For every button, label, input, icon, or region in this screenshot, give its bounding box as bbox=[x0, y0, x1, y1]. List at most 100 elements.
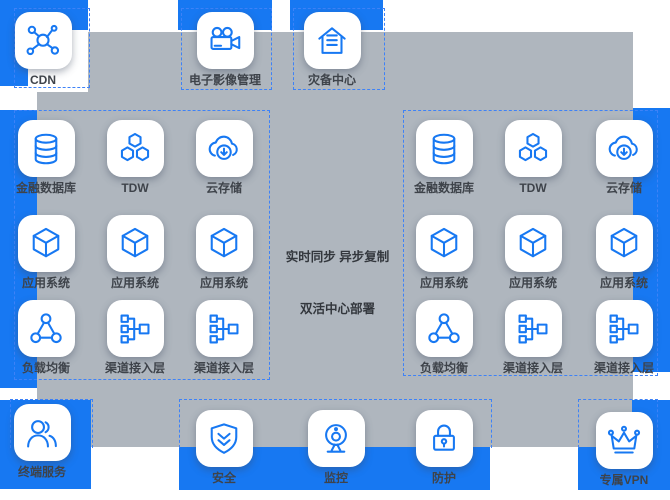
dr-center-zone-border bbox=[293, 8, 385, 90]
node-right-access2: 渠道接入层 bbox=[579, 300, 669, 375]
access-layer-tile bbox=[106, 300, 164, 357]
deploy-annotation: 双活中心部署 bbox=[299, 302, 375, 316]
users-icon bbox=[23, 414, 61, 452]
access-layer-tile bbox=[504, 300, 562, 357]
node-label: 云存储 bbox=[205, 181, 242, 195]
vpn-tile bbox=[595, 412, 653, 469]
node-label: 应用系统 bbox=[419, 276, 468, 290]
node-right-findb: 金融数据库 bbox=[399, 120, 489, 195]
cloud-download-icon bbox=[605, 130, 643, 168]
dr-center-tile bbox=[303, 12, 361, 69]
node-label: TDW bbox=[519, 181, 547, 195]
node-label: CDN bbox=[30, 73, 56, 87]
node-label: 应用系统 bbox=[110, 276, 159, 290]
node-right-app3: 应用系统 bbox=[579, 215, 669, 290]
node-cdn: CDN bbox=[0, 12, 88, 87]
node-security: 安全 bbox=[179, 410, 269, 485]
node-label: 金融数据库 bbox=[413, 181, 474, 195]
access-layer-tile bbox=[595, 300, 653, 357]
node-right-app1: 应用系统 bbox=[399, 215, 489, 290]
hexagon-cluster-icon bbox=[116, 130, 154, 168]
cloud-storage-tile bbox=[195, 120, 253, 177]
database-tile bbox=[415, 120, 473, 177]
cube-icon bbox=[205, 225, 243, 263]
cloud-storage-tile bbox=[595, 120, 653, 177]
node-label: 应用系统 bbox=[199, 276, 248, 290]
node-label: 渠道接入层 bbox=[593, 361, 654, 375]
access-layer-tile bbox=[195, 300, 253, 357]
security-zone-border bbox=[179, 399, 492, 448]
node-left-cloudstorage: 云存储 bbox=[179, 120, 269, 195]
right-cluster-border bbox=[403, 110, 658, 376]
cube-icon bbox=[116, 225, 154, 263]
node-label: 监控 bbox=[323, 471, 348, 485]
app-system-tile bbox=[415, 215, 473, 272]
node-label: 安全 bbox=[211, 471, 236, 485]
cube-icon bbox=[514, 225, 552, 263]
protection-tile bbox=[415, 410, 473, 467]
webcam-icon bbox=[317, 420, 355, 458]
node-label: 渠道接入层 bbox=[502, 361, 563, 375]
node-label: 负载均衡 bbox=[21, 361, 70, 375]
node-label: 金融数据库 bbox=[15, 181, 76, 195]
node-label: 灾备中心 bbox=[307, 73, 356, 87]
node-label: 渠道接入层 bbox=[104, 361, 165, 375]
imaging-tile bbox=[196, 12, 254, 69]
node-left-access1: 渠道接入层 bbox=[90, 300, 180, 375]
database-icon bbox=[27, 130, 65, 168]
cube-icon bbox=[605, 225, 643, 263]
database-tile bbox=[17, 120, 75, 177]
terminal-zone-border bbox=[10, 399, 93, 448]
access-tree-icon bbox=[514, 310, 552, 348]
app-system-tile bbox=[504, 215, 562, 272]
datacenter-house-icon bbox=[313, 22, 351, 60]
node-label: 防护 bbox=[431, 471, 456, 485]
node-right-tdw: TDW bbox=[488, 120, 578, 195]
padlock-icon bbox=[425, 420, 463, 458]
node-label: 渠道接入层 bbox=[193, 361, 254, 375]
node-right-app2: 应用系统 bbox=[488, 215, 578, 290]
cube-icon bbox=[27, 225, 65, 263]
load-balancer-tile bbox=[415, 300, 473, 357]
database-icon bbox=[425, 130, 463, 168]
users-tile bbox=[13, 404, 71, 461]
node-label: 应用系统 bbox=[599, 276, 648, 290]
app-system-tile bbox=[17, 215, 75, 272]
sync-annotation: 实时同步 异步复制 bbox=[285, 250, 390, 264]
load-balancer-tile bbox=[17, 300, 75, 357]
app-system-tile bbox=[195, 215, 253, 272]
tdw-tile bbox=[106, 120, 164, 177]
cdn-tile bbox=[14, 12, 72, 69]
monitoring-tile bbox=[307, 410, 365, 467]
vpn-zone-border bbox=[578, 399, 658, 448]
access-tree-icon bbox=[605, 310, 643, 348]
load-balancer-icon bbox=[27, 310, 65, 348]
cdn-network-icon bbox=[24, 22, 62, 60]
node-dr-center: 灾备中心 bbox=[287, 12, 377, 87]
node-right-cloudstorage: 云存储 bbox=[579, 120, 669, 195]
node-right-access1: 渠道接入层 bbox=[488, 300, 578, 375]
app-system-tile bbox=[595, 215, 653, 272]
tdw-tile bbox=[504, 120, 562, 177]
node-imaging: 电子影像管理 bbox=[180, 12, 270, 87]
node-label: 终端服务 bbox=[17, 465, 66, 479]
node-label: 专属VPN bbox=[599, 473, 649, 487]
node-left-access2: 渠道接入层 bbox=[179, 300, 269, 375]
node-left-findb: 金融数据库 bbox=[1, 120, 91, 195]
app-system-tile bbox=[106, 215, 164, 272]
node-dedicated-vpn: 专属VPN bbox=[579, 412, 669, 487]
node-left-tdw: TDW bbox=[90, 120, 180, 195]
node-monitoring: 监控 bbox=[291, 410, 381, 485]
imaging-zone-border bbox=[181, 8, 272, 90]
node-left-app1: 应用系统 bbox=[1, 215, 91, 290]
node-protection: 防护 bbox=[399, 410, 489, 485]
video-camera-icon bbox=[206, 22, 244, 60]
security-tile bbox=[195, 410, 253, 467]
node-label: 应用系统 bbox=[508, 276, 557, 290]
hexagon-cluster-icon bbox=[514, 130, 552, 168]
left-cluster-border bbox=[14, 110, 270, 380]
node-right-loadbalancer: 负载均衡 bbox=[399, 300, 489, 375]
node-label: 电子影像管理 bbox=[188, 73, 261, 87]
cloud-download-icon bbox=[205, 130, 243, 168]
